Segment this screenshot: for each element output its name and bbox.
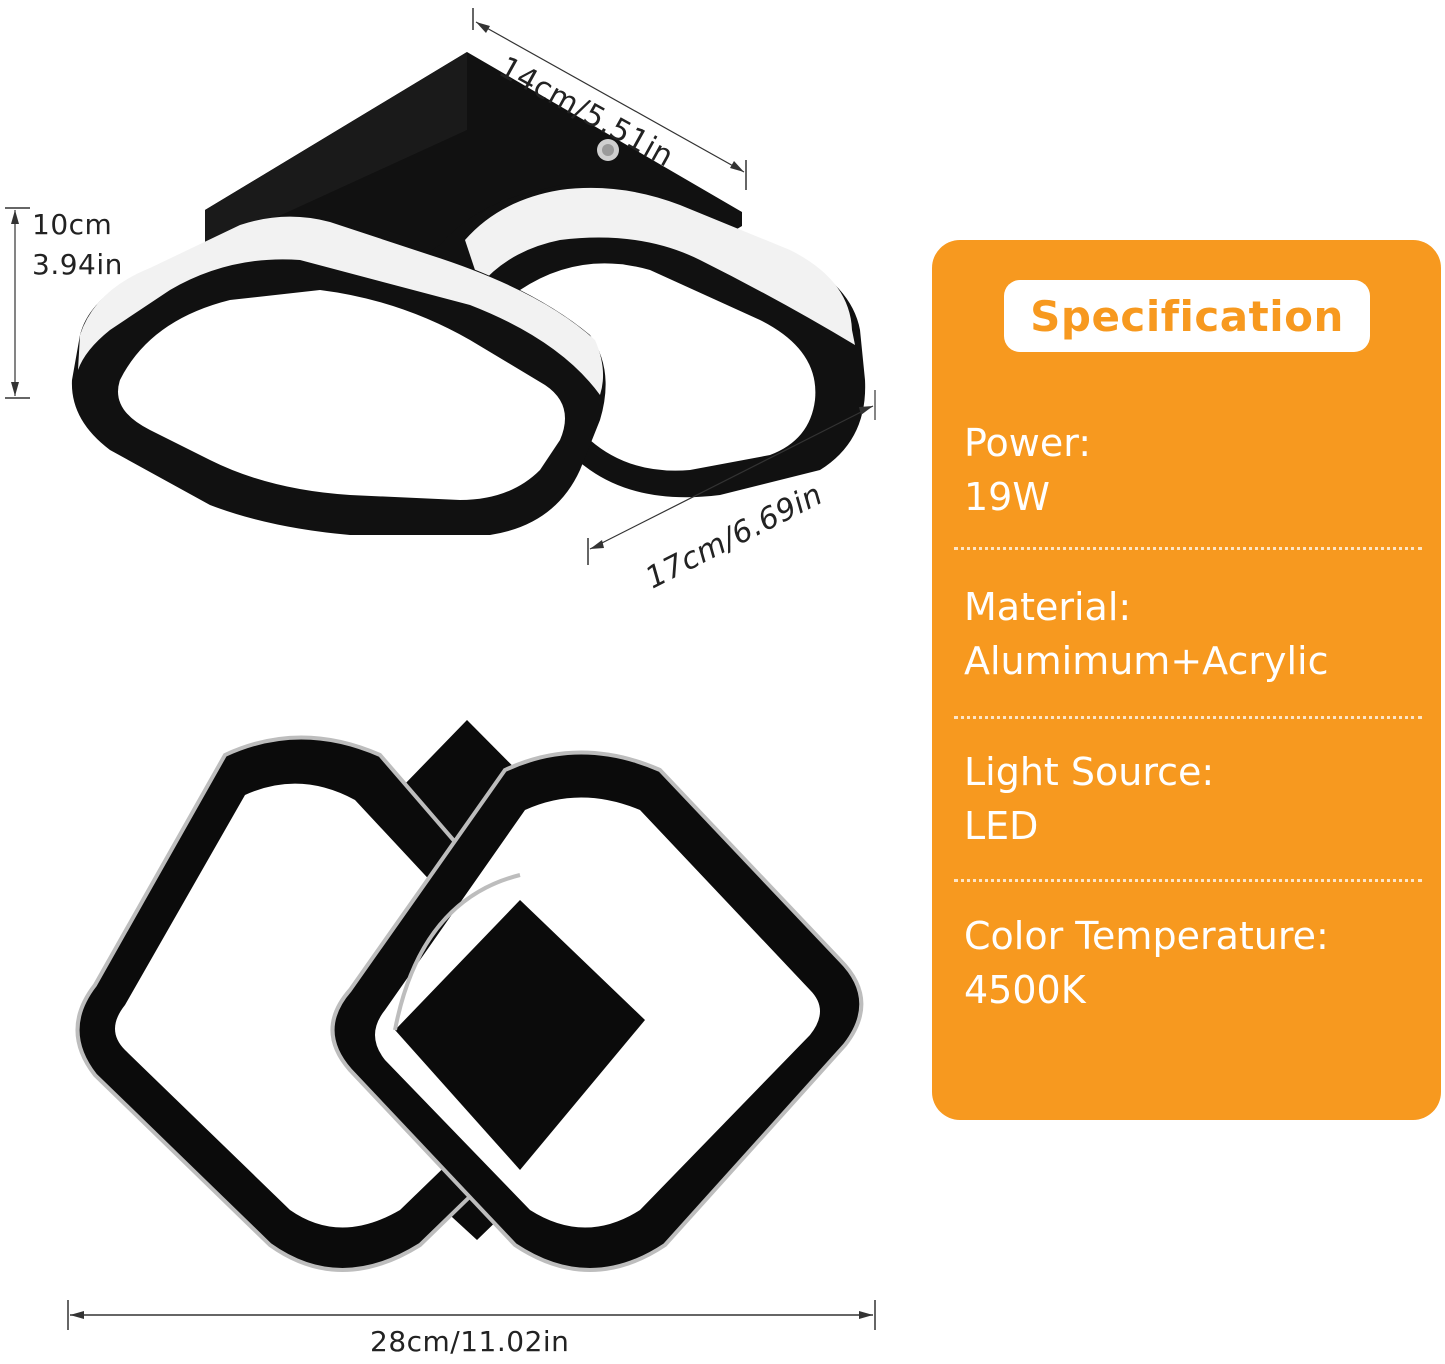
- specification-card: Specification Power: 19W Material: Alumi…: [932, 240, 1441, 1120]
- spec-light-source: Light Source: LED: [964, 745, 1214, 853]
- spec-label: Power:: [964, 421, 1092, 465]
- spec-divider: [954, 879, 1422, 882]
- spec-value: Alumimum+Acrylic: [964, 639, 1329, 683]
- spec-value: LED: [964, 804, 1039, 848]
- specification-title: Specification: [1030, 291, 1344, 341]
- spec-divider: [954, 547, 1422, 550]
- dimension-overall-width: 28cm/11.02in: [370, 1325, 570, 1358]
- spec-value: 4500K: [964, 968, 1086, 1012]
- spec-value: 19W: [964, 475, 1050, 519]
- product-side-view: [5, 8, 876, 565]
- dimension-width-arrow: [67, 1300, 876, 1330]
- spec-color-temperature: Color Temperature: 4500K: [964, 909, 1329, 1017]
- spec-power: Power: 19W: [964, 416, 1091, 524]
- spec-label: Light Source:: [964, 750, 1215, 794]
- dimension-height-cm: 10cm: [32, 208, 113, 241]
- specification-title-badge: Specification: [1004, 280, 1370, 352]
- dimension-height-in: 3.94in: [32, 248, 123, 281]
- spec-material: Material: Alumimum+Acrylic: [964, 580, 1329, 688]
- spec-divider: [954, 716, 1422, 719]
- spec-label: Material:: [964, 585, 1132, 629]
- spec-label: Color Temperature:: [964, 914, 1329, 958]
- product-front-view: [75, 720, 864, 1272]
